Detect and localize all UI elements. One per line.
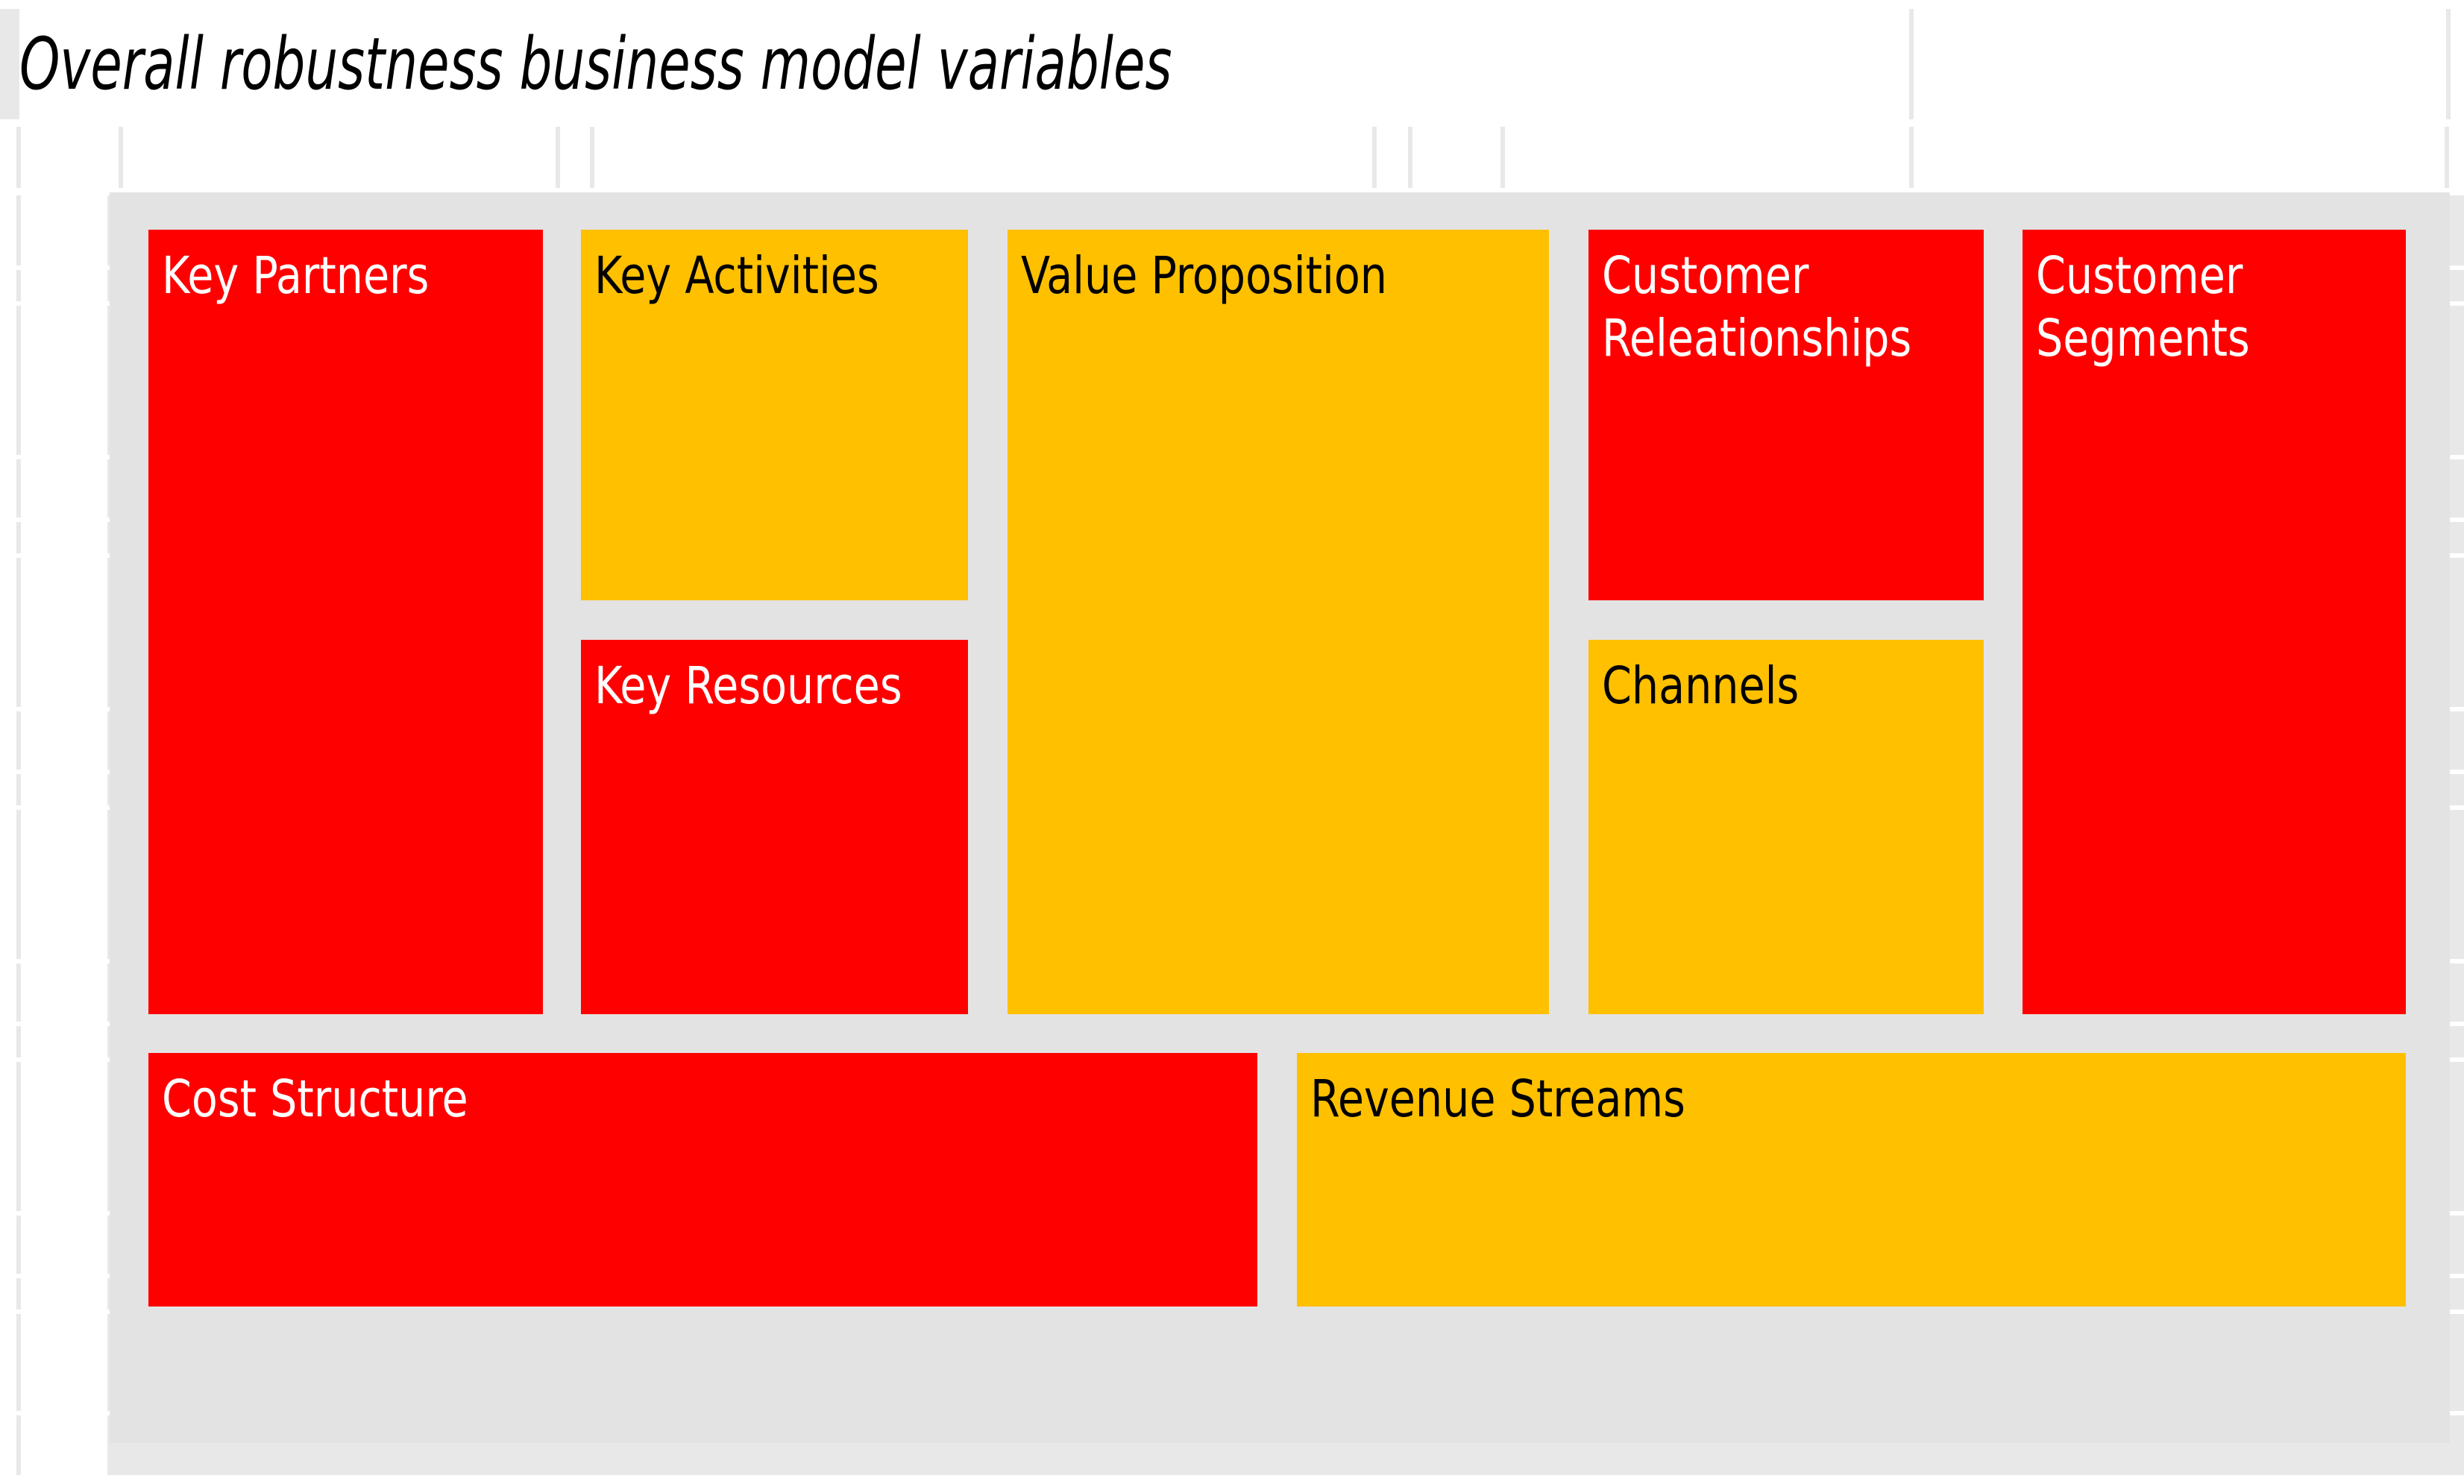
grid-cell	[560, 127, 590, 188]
grid-cell	[2449, 127, 2464, 188]
grid-cell	[0, 459, 16, 518]
grid-cell	[0, 1278, 16, 1309]
grid-cell	[21, 522, 107, 553]
canvas-block-value-proposition[interactable]: Value Proposition	[1008, 230, 1549, 1014]
canvas-block-key-activities[interactable]: Key Activities	[581, 230, 968, 600]
grid-cell	[0, 270, 16, 301]
grid-cell	[0, 1314, 16, 1411]
block-label: Customer Segments	[2036, 246, 2250, 369]
page-title: Overall robustness business model variab…	[19, 22, 1172, 106]
grid-cell	[21, 711, 107, 770]
grid-cell	[21, 963, 107, 1022]
grid-cell	[0, 1062, 16, 1211]
grid-cell	[0, 558, 16, 707]
grid-cell	[0, 522, 16, 553]
canvas-block-channels[interactable]: Channels	[1588, 640, 1984, 1014]
grid-cell	[1505, 127, 1909, 188]
grid-cell	[0, 306, 16, 455]
grid-cell	[0, 963, 16, 1022]
canvas-block-customer-segments[interactable]: Customer Segments	[2023, 230, 2406, 1014]
block-label: Key Activities	[594, 246, 879, 306]
block-label: Customer Releationships	[1602, 246, 1912, 369]
grid-cell	[123, 127, 556, 188]
grid-cell	[0, 711, 16, 770]
grid-cell	[1412, 127, 1500, 188]
business-model-canvas-panel: Key Partners Key Activities Key Resource…	[110, 192, 2450, 1443]
grid-cell	[21, 1216, 107, 1274]
grid-cell	[21, 270, 107, 301]
grid-cell	[21, 1062, 107, 1211]
grid-cell	[0, 1216, 16, 1274]
block-label: Channels	[1602, 656, 1800, 716]
grid-cell	[21, 1415, 107, 1475]
grid-cell	[21, 127, 119, 188]
canvas-block-cost-structure[interactable]: Cost Structure	[148, 1053, 1257, 1307]
grid-cell	[21, 1314, 107, 1411]
grid-cell	[1914, 9, 2446, 119]
grid-cell	[0, 195, 16, 265]
block-label: Cost Structure	[162, 1069, 468, 1129]
canvas-block-key-resources[interactable]: Key Resources	[581, 640, 968, 1014]
title-band: Overall robustness business model variab…	[19, 9, 1578, 119]
grid-cell	[2451, 9, 2464, 119]
grid-row	[0, 127, 2464, 188]
grid-cell	[0, 810, 16, 959]
grid-cell	[21, 306, 107, 455]
grid-cell	[21, 195, 107, 265]
grid-cell	[0, 127, 16, 188]
grid-cell	[0, 1026, 16, 1057]
block-label: Revenue Streams	[1310, 1069, 1685, 1129]
grid-cell	[0, 774, 16, 805]
canvas-block-key-partners[interactable]: Key Partners	[148, 230, 543, 1014]
grid-cell	[594, 127, 1372, 188]
grid-cell	[21, 459, 107, 518]
grid-cell	[21, 810, 107, 959]
block-label: Key Resources	[594, 656, 902, 716]
block-label: Key Partners	[162, 246, 430, 306]
canvas-block-revenue-streams[interactable]: Revenue Streams	[1297, 1053, 2406, 1307]
grid-cell	[21, 558, 107, 707]
grid-cell	[1914, 127, 2445, 188]
grid-cell	[21, 1026, 107, 1057]
grid-cell	[21, 774, 107, 805]
grid-cell	[21, 1278, 107, 1309]
canvas-block-customer-relationships[interactable]: Customer Releationships	[1588, 230, 1984, 600]
grid-cell	[0, 1415, 16, 1475]
grid-cell	[1377, 127, 1408, 188]
block-label: Value Proposition	[1021, 246, 1388, 306]
